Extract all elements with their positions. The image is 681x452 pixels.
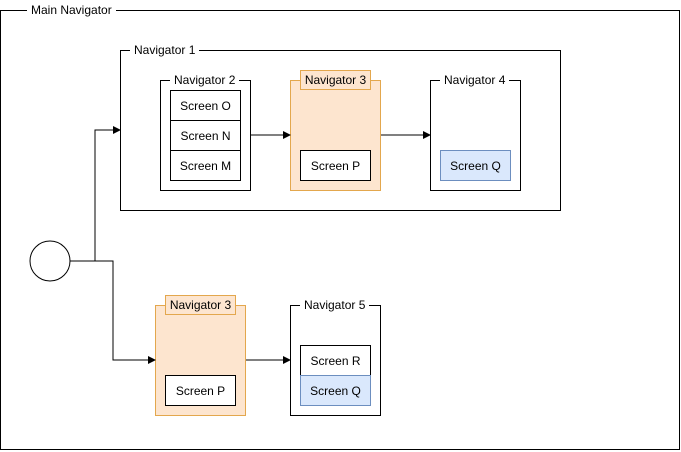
screen-q-top[interactable]: Screen Q <box>440 150 511 181</box>
edge-start-to-navigator-3-bottom <box>70 260 156 364</box>
screen-o[interactable]: Screen O <box>170 90 241 121</box>
navigator-2-label: Navigator 2 <box>170 73 240 87</box>
screen-q-bottom[interactable]: Screen Q <box>300 375 371 406</box>
screen-n[interactable]: Screen N <box>170 120 241 151</box>
navigator-1-label: Navigator 1 <box>130 43 200 57</box>
navigator-3-bottom-label: Navigator 3 <box>165 295 236 315</box>
navigator-4-label: Navigator 4 <box>440 73 510 87</box>
screen-m[interactable]: Screen M <box>170 150 241 181</box>
edge-start-to-navigator-1 <box>70 126 121 262</box>
screen-p-bottom[interactable]: Screen P <box>165 375 236 406</box>
main-navigator-label: Main Navigator <box>27 3 116 17</box>
screen-r[interactable]: Screen R <box>300 345 371 376</box>
navigator-5-label: Navigator 5 <box>300 298 370 312</box>
navigator-3-top-label: Navigator 3 <box>300 70 371 90</box>
screen-p-top[interactable]: Screen P <box>300 150 371 181</box>
start-node <box>29 240 71 282</box>
